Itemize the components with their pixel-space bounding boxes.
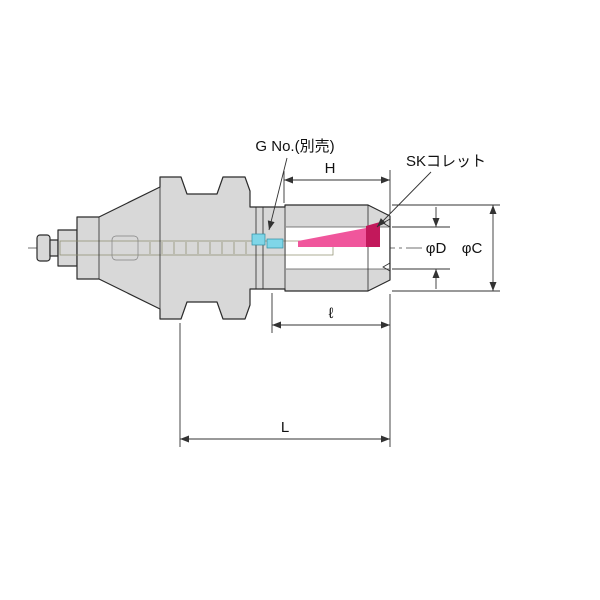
collet-tip — [366, 222, 380, 247]
dimension-l-large: L — [179, 323, 390, 447]
coolant-channel — [59, 240, 334, 256]
l-small-label: ℓ — [329, 305, 334, 322]
dimension-phi-c: φC — [392, 204, 500, 292]
sk-collet — [298, 222, 380, 247]
thread-ticks — [149, 242, 247, 254]
pull-stud-base — [57, 229, 78, 267]
internal-details — [98, 187, 391, 309]
drawbar-detail — [111, 235, 139, 261]
g-no-callout: G No.(別売) — [255, 138, 335, 231]
dimension-l-small: ℓ — [271, 293, 391, 447]
g-no-leader-line — [267, 157, 288, 231]
section-lines — [98, 187, 369, 309]
g-part — [251, 233, 284, 249]
sk-collet-label: SKコレット — [406, 153, 486, 170]
h-dimension-label: H — [325, 160, 336, 177]
phi-d-extension-lines — [392, 226, 450, 270]
pull-stud-cap — [36, 234, 51, 262]
sk-collet-leader-line — [376, 171, 432, 228]
tool-body-outline — [76, 176, 391, 320]
pull-stud — [36, 229, 78, 267]
pull-stud-groove — [49, 239, 59, 257]
dimension-h: H — [283, 160, 391, 214]
l-large-label: L — [281, 419, 289, 436]
sk-collet-callout: SKコレット — [376, 153, 486, 228]
phi-c-extension-lines — [392, 204, 500, 292]
collet-body — [298, 228, 366, 247]
h-extension-lines — [283, 170, 391, 214]
g-part-seal — [251, 233, 266, 246]
g-part-ring — [266, 238, 284, 249]
dimension-phi-d: φD — [392, 207, 450, 289]
g-no-label: G No.(別売) — [255, 138, 334, 155]
phi-d-label: φD — [426, 240, 447, 257]
phi-c-label: φC — [462, 240, 483, 257]
